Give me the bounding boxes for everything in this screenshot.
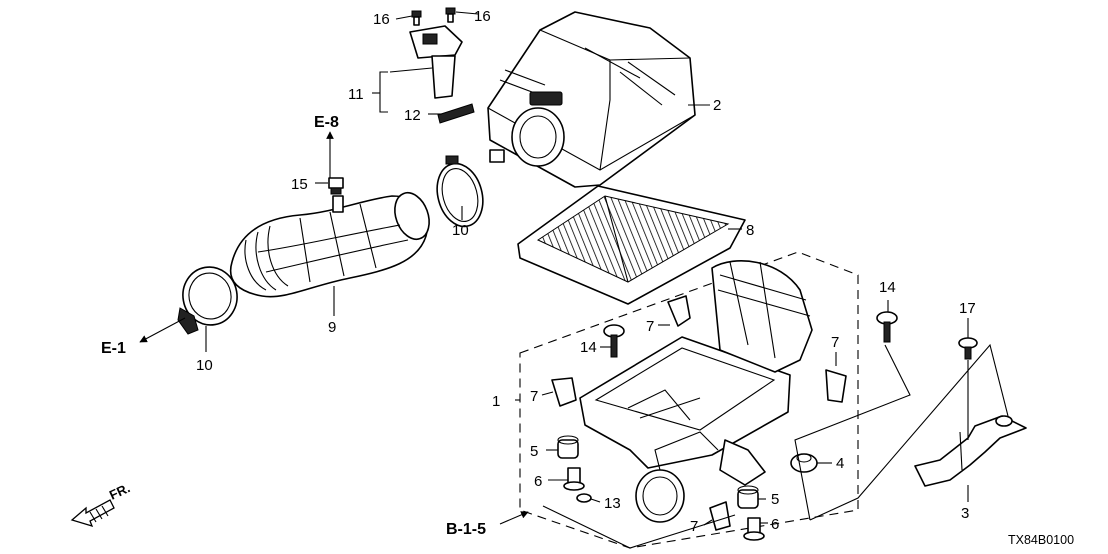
callout-7-left: 7 bbox=[530, 388, 538, 405]
diagram-code: TX84B0100 bbox=[1008, 533, 1074, 547]
callout-11: 11 bbox=[348, 86, 364, 103]
air-cleaner-cover bbox=[487, 11, 696, 188]
reference-b15: B-1-5 bbox=[446, 521, 486, 538]
bolt-14-center bbox=[603, 324, 625, 358]
callout-4: 4 bbox=[836, 455, 844, 472]
callout-17: 17 bbox=[959, 300, 976, 317]
collar-6-right bbox=[743, 517, 765, 541]
tube-clamp-right bbox=[436, 155, 484, 228]
grommet-4 bbox=[790, 453, 818, 473]
callout-10-left: 10 bbox=[196, 357, 213, 374]
clip-7-bottom bbox=[709, 501, 731, 531]
callout-14-right: 14 bbox=[879, 279, 896, 296]
breather-clip bbox=[328, 177, 344, 195]
reference-e8: E-8 bbox=[314, 114, 339, 131]
air-cleaner-element bbox=[517, 185, 746, 305]
callout-6-left: 6 bbox=[534, 473, 542, 490]
clip-7-top bbox=[667, 295, 691, 327]
callout-14-center: 14 bbox=[580, 339, 597, 356]
collar-6-left bbox=[563, 467, 585, 491]
mount-rubber-5-left bbox=[557, 435, 579, 459]
tube-clamp-left bbox=[177, 266, 238, 335]
callout-7-bottom: 7 bbox=[690, 518, 698, 535]
callout-2: 2 bbox=[713, 97, 721, 114]
front-indicator-label: FR. bbox=[107, 480, 132, 502]
bolt-16-right bbox=[445, 7, 456, 23]
callout-16-right: 16 bbox=[474, 8, 491, 25]
b15-arrow bbox=[499, 511, 529, 525]
mount-rubber-5-right bbox=[737, 485, 759, 509]
bolt-16-left bbox=[411, 10, 422, 26]
callout-5-right: 5 bbox=[771, 491, 779, 508]
sensor-gasket bbox=[437, 103, 475, 124]
bolt-17 bbox=[958, 337, 978, 360]
callout-9: 9 bbox=[328, 319, 336, 336]
air-intake-tube bbox=[229, 191, 430, 298]
callout-13: 13 bbox=[604, 495, 621, 512]
callout-3: 3 bbox=[961, 505, 969, 522]
front-arrow-icon bbox=[70, 499, 115, 528]
callout-7-right: 7 bbox=[831, 334, 839, 351]
callout-5-left: 5 bbox=[530, 443, 538, 460]
callout-labels: 2 11 12 16 16 8 10 10 9 15 1 7 7 7 7 14 … bbox=[196, 8, 976, 535]
clip-7-left bbox=[551, 377, 577, 407]
callout-6-right: 6 bbox=[771, 516, 779, 533]
air-flow-sensor bbox=[409, 25, 463, 99]
reference-e1: E-1 bbox=[101, 340, 126, 357]
leader-lines bbox=[205, 11, 1009, 549]
clip-7-right bbox=[825, 369, 847, 403]
callout-16-left: 16 bbox=[373, 11, 390, 28]
bracket-3 bbox=[914, 415, 1027, 487]
air-cleaner-case bbox=[579, 260, 813, 523]
callout-15: 15 bbox=[291, 176, 308, 193]
callout-7-top: 7 bbox=[646, 318, 654, 335]
e1-arrow bbox=[139, 317, 186, 343]
callout-12: 12 bbox=[404, 107, 421, 124]
callout-1: 1 bbox=[492, 393, 500, 410]
bolt-14-right bbox=[876, 311, 898, 343]
washer-13 bbox=[576, 493, 592, 503]
callout-8: 8 bbox=[746, 222, 754, 239]
callout-10-right: 10 bbox=[452, 222, 469, 239]
